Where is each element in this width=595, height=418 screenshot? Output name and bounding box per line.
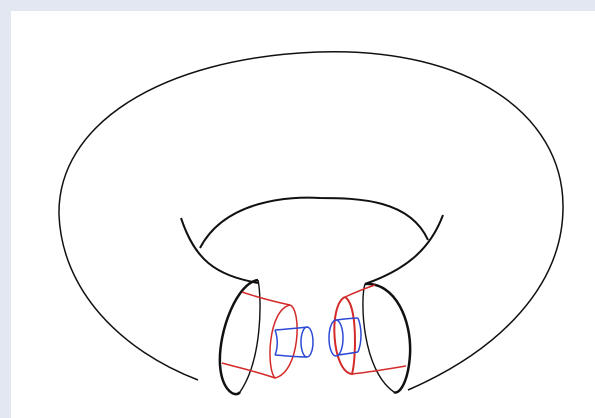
right-red-tube-bottom xyxy=(352,366,406,374)
left-red-tube-top xyxy=(242,292,290,305)
left-blue-tube-bottom xyxy=(275,355,307,357)
left-blue-tube-back xyxy=(275,330,277,355)
right-red-tube-top xyxy=(345,285,375,297)
right-cut-outer-ellipse-back xyxy=(363,284,394,392)
torus-outer-boundary xyxy=(59,52,563,390)
left-cut-outer-ellipse xyxy=(220,280,258,394)
frame-left-border xyxy=(0,0,11,418)
right-red-tube-end-ellipse xyxy=(334,297,355,374)
drawing-canvas xyxy=(11,11,595,418)
right-blue-tube-back xyxy=(358,318,361,352)
right-cut-outer-ellipse xyxy=(365,284,410,393)
frame-top-border xyxy=(0,0,595,11)
left-blue-tube-end-ellipse xyxy=(301,327,313,357)
torus-hole-upper-arc xyxy=(200,198,428,248)
torus-diagram xyxy=(11,11,595,418)
left-red-tube-end-ellipse xyxy=(270,305,297,378)
torus-hole-lower-arc xyxy=(181,218,258,283)
torus-hole-lower-arc-right xyxy=(365,215,443,284)
